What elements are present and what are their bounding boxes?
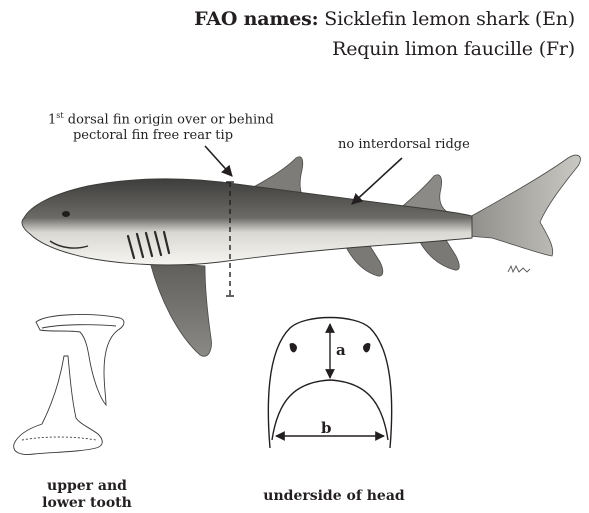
pelvic-fin <box>346 246 383 276</box>
teeth-caption-line-1: upper and <box>32 478 142 495</box>
interdorsal-arrow <box>352 158 402 204</box>
anal-fin <box>420 240 459 270</box>
measure-b-label: b <box>321 420 332 437</box>
shark-body <box>22 179 472 265</box>
shark-eye <box>62 211 70 217</box>
measure-a-label: a <box>336 342 346 359</box>
right-nostril <box>363 343 370 352</box>
head-caption: underside of head <box>254 488 414 505</box>
pectoral-fin <box>150 262 211 356</box>
teeth-caption: upper and lower tooth <box>32 478 142 512</box>
dorsal-origin-arrow <box>205 146 232 176</box>
lower-tooth <box>14 356 103 455</box>
left-nostril <box>290 343 297 352</box>
teeth-illustration <box>14 315 124 455</box>
teeth-caption-line-2: lower tooth <box>32 495 142 512</box>
artist-signature <box>508 266 530 272</box>
upper-tooth <box>36 315 124 405</box>
caudal-fin <box>468 155 580 256</box>
